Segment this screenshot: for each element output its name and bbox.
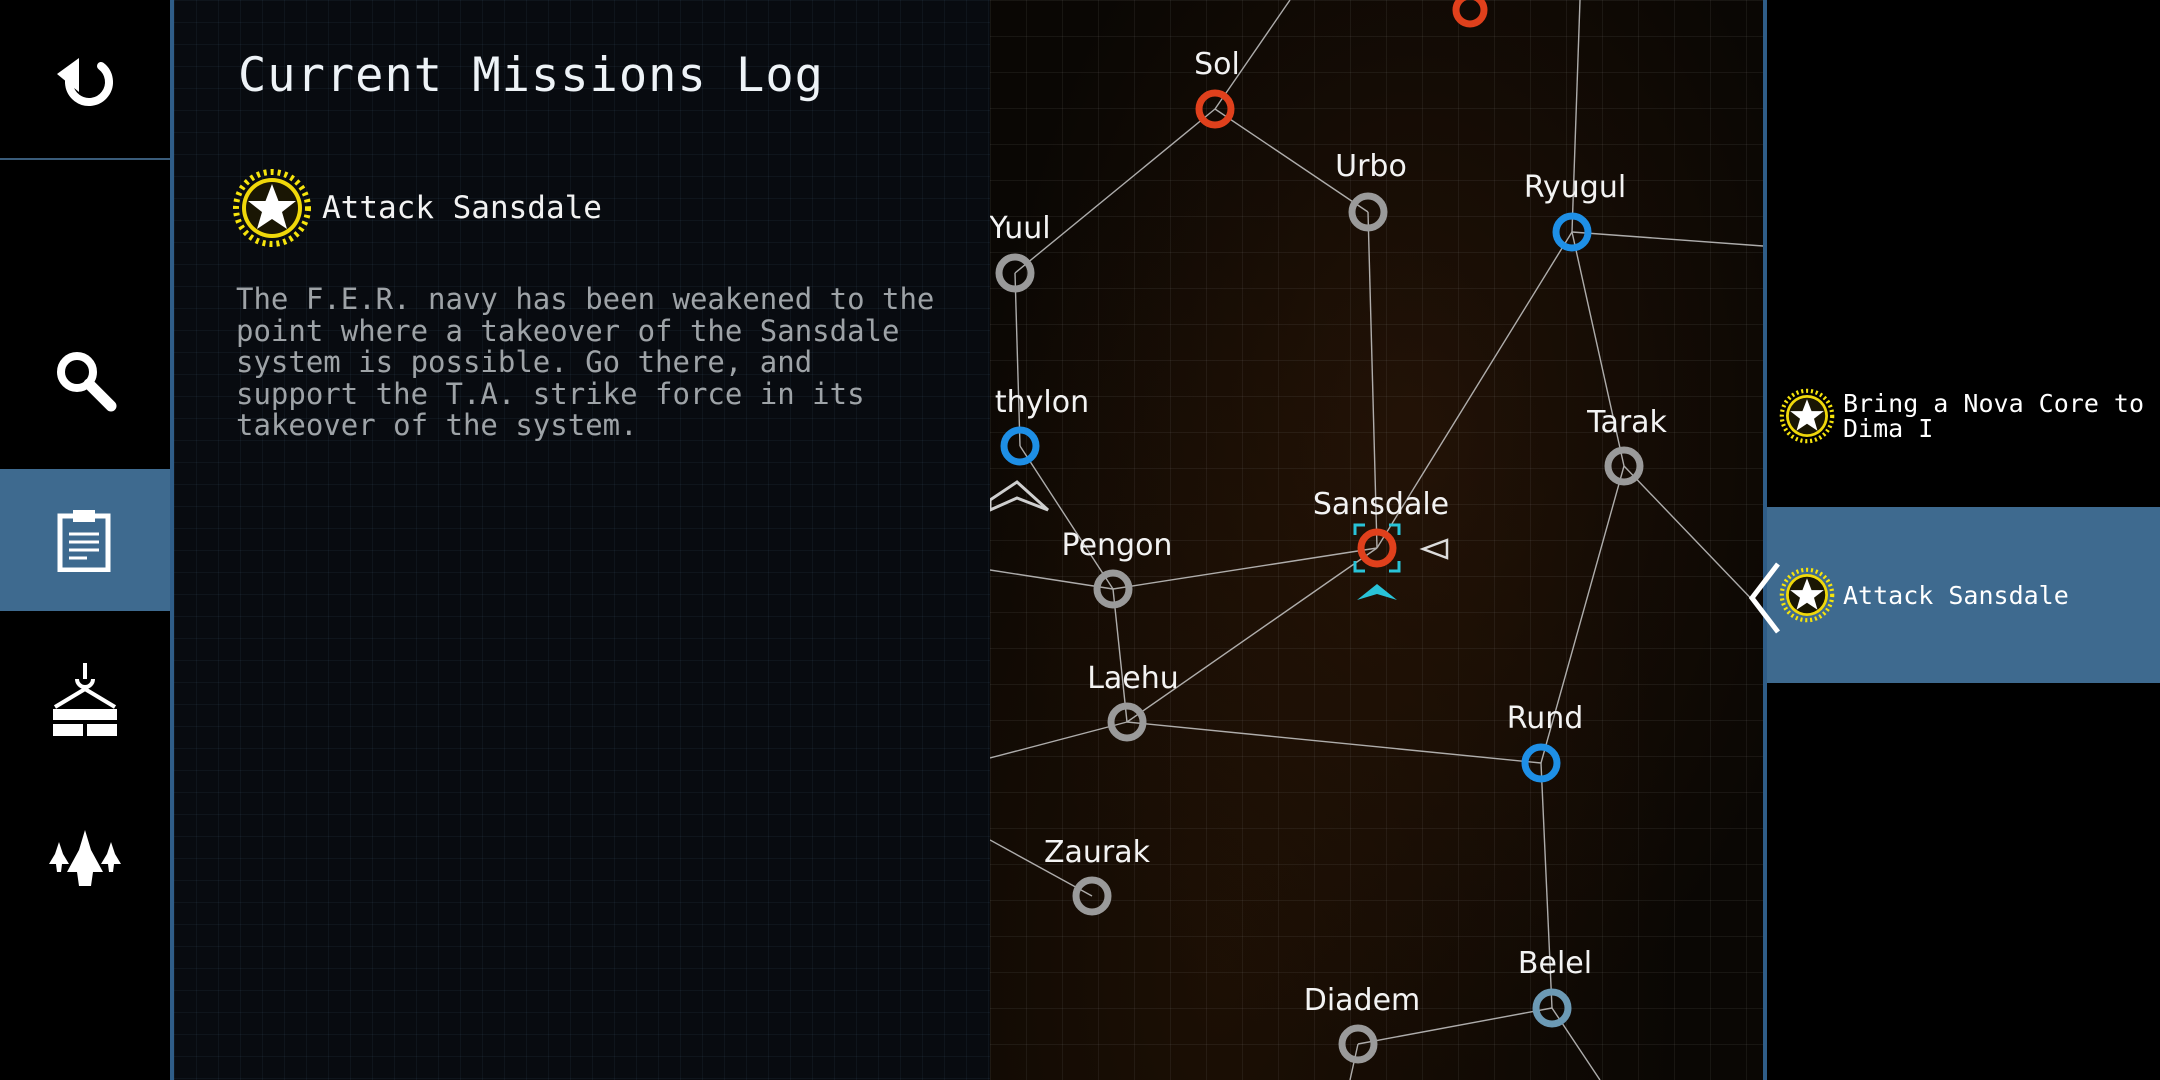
selected-mission: Attack Sansdale bbox=[232, 168, 602, 248]
selected-mission-arrow-icon bbox=[1748, 562, 1780, 634]
nav-separator bbox=[0, 158, 172, 160]
search-button[interactable] bbox=[0, 320, 170, 440]
node-label-belel: Belel bbox=[1518, 946, 1592, 981]
star-badge-icon bbox=[233, 169, 311, 247]
cargo-button[interactable] bbox=[0, 640, 170, 760]
nav-border bbox=[170, 0, 174, 1080]
node-label-tarak: Tarak bbox=[1586, 405, 1667, 440]
node-label-zaurak: Zaurak bbox=[1044, 835, 1151, 870]
node-ryugul[interactable]: Ryugul bbox=[1524, 170, 1626, 252]
node-thylon[interactable]: thylon bbox=[995, 385, 1089, 466]
node-sansdale[interactable]: Sansdale bbox=[1313, 487, 1449, 600]
mission-list-item-active[interactable]: Attack Sansdale bbox=[1767, 507, 2160, 683]
node-label-pengon: Pengon bbox=[1062, 528, 1173, 563]
clipboard-icon bbox=[57, 510, 111, 572]
node-urbo[interactable]: Urbo bbox=[1335, 149, 1407, 232]
node-label-rund: Rund bbox=[1507, 701, 1584, 736]
node-zaurak[interactable]: Zaurak bbox=[1044, 835, 1151, 916]
node-tarak[interactable]: Tarak bbox=[1586, 405, 1668, 486]
selection-bracket bbox=[1353, 523, 1401, 573]
node-label-sol: Sol bbox=[1194, 47, 1240, 82]
mission-list: Bring a Nova Core to Dima I Attack Sansd… bbox=[1767, 0, 2160, 1080]
node-pengon[interactable]: Pengon bbox=[1062, 528, 1173, 609]
node-label-laehu: Laehu bbox=[1087, 661, 1179, 696]
mission-list-label: Bring a Nova Core to Dima I bbox=[1843, 389, 2145, 443]
fleet-ships-icon bbox=[49, 830, 121, 886]
mission-description: The F.E.R. navy has been weakened to the… bbox=[236, 282, 935, 442]
node-rund[interactable]: Rund bbox=[1507, 701, 1584, 783]
node-label-yuul: Yuul bbox=[990, 211, 1051, 246]
page-title: Current Missions Log bbox=[238, 48, 824, 103]
mission-name: Attack Sansdale bbox=[322, 190, 602, 226]
star-map[interactable]: Sol Urbo Ryugul Yuul thylon Tarak bbox=[990, 0, 1763, 1080]
search-icon bbox=[57, 352, 117, 412]
hyperlanes bbox=[990, 0, 1763, 1080]
node-laehu[interactable]: Laehu bbox=[1087, 661, 1179, 742]
fleet-button[interactable] bbox=[0, 800, 170, 920]
node-belel[interactable]: Belel bbox=[1518, 946, 1592, 1028]
side-nav bbox=[0, 0, 172, 1080]
node-sol[interactable]: Sol bbox=[1194, 47, 1240, 129]
node-label-ryugul: Ryugul bbox=[1524, 170, 1626, 205]
mission-list-item[interactable]: Bring a Nova Core to Dima I bbox=[1767, 370, 2160, 462]
node-top[interactable] bbox=[1452, 0, 1488, 28]
node-yuul[interactable]: Yuul bbox=[990, 211, 1051, 293]
node-label-thylon: thylon bbox=[995, 385, 1089, 420]
star-badge-icon bbox=[1779, 388, 1835, 444]
mission-list-label: Attack Sansdale bbox=[1843, 580, 2069, 610]
missions-button[interactable] bbox=[0, 469, 170, 611]
chevron-up-icon bbox=[990, 480, 1050, 512]
fleet-marker-icon bbox=[1357, 584, 1397, 600]
crane-cargo-icon bbox=[53, 663, 117, 736]
star-badge-icon bbox=[1779, 567, 1835, 623]
map-border bbox=[1763, 0, 1767, 1080]
missions-log-panel: Current Missions Log Attack Sansdale The… bbox=[174, 0, 990, 1080]
node-label-sansdale: Sansdale bbox=[1313, 487, 1449, 522]
pointer-arrow-icon bbox=[1419, 538, 1449, 560]
back-arrow-icon bbox=[57, 58, 113, 106]
star-map-graph[interactable]: Sol Urbo Ryugul Yuul thylon Tarak bbox=[990, 0, 1763, 1080]
node-diadem[interactable]: Diadem bbox=[1304, 983, 1421, 1064]
node-label-urbo: Urbo bbox=[1335, 149, 1407, 184]
node-label-diadem: Diadem bbox=[1304, 983, 1421, 1018]
back-button[interactable] bbox=[0, 20, 170, 140]
